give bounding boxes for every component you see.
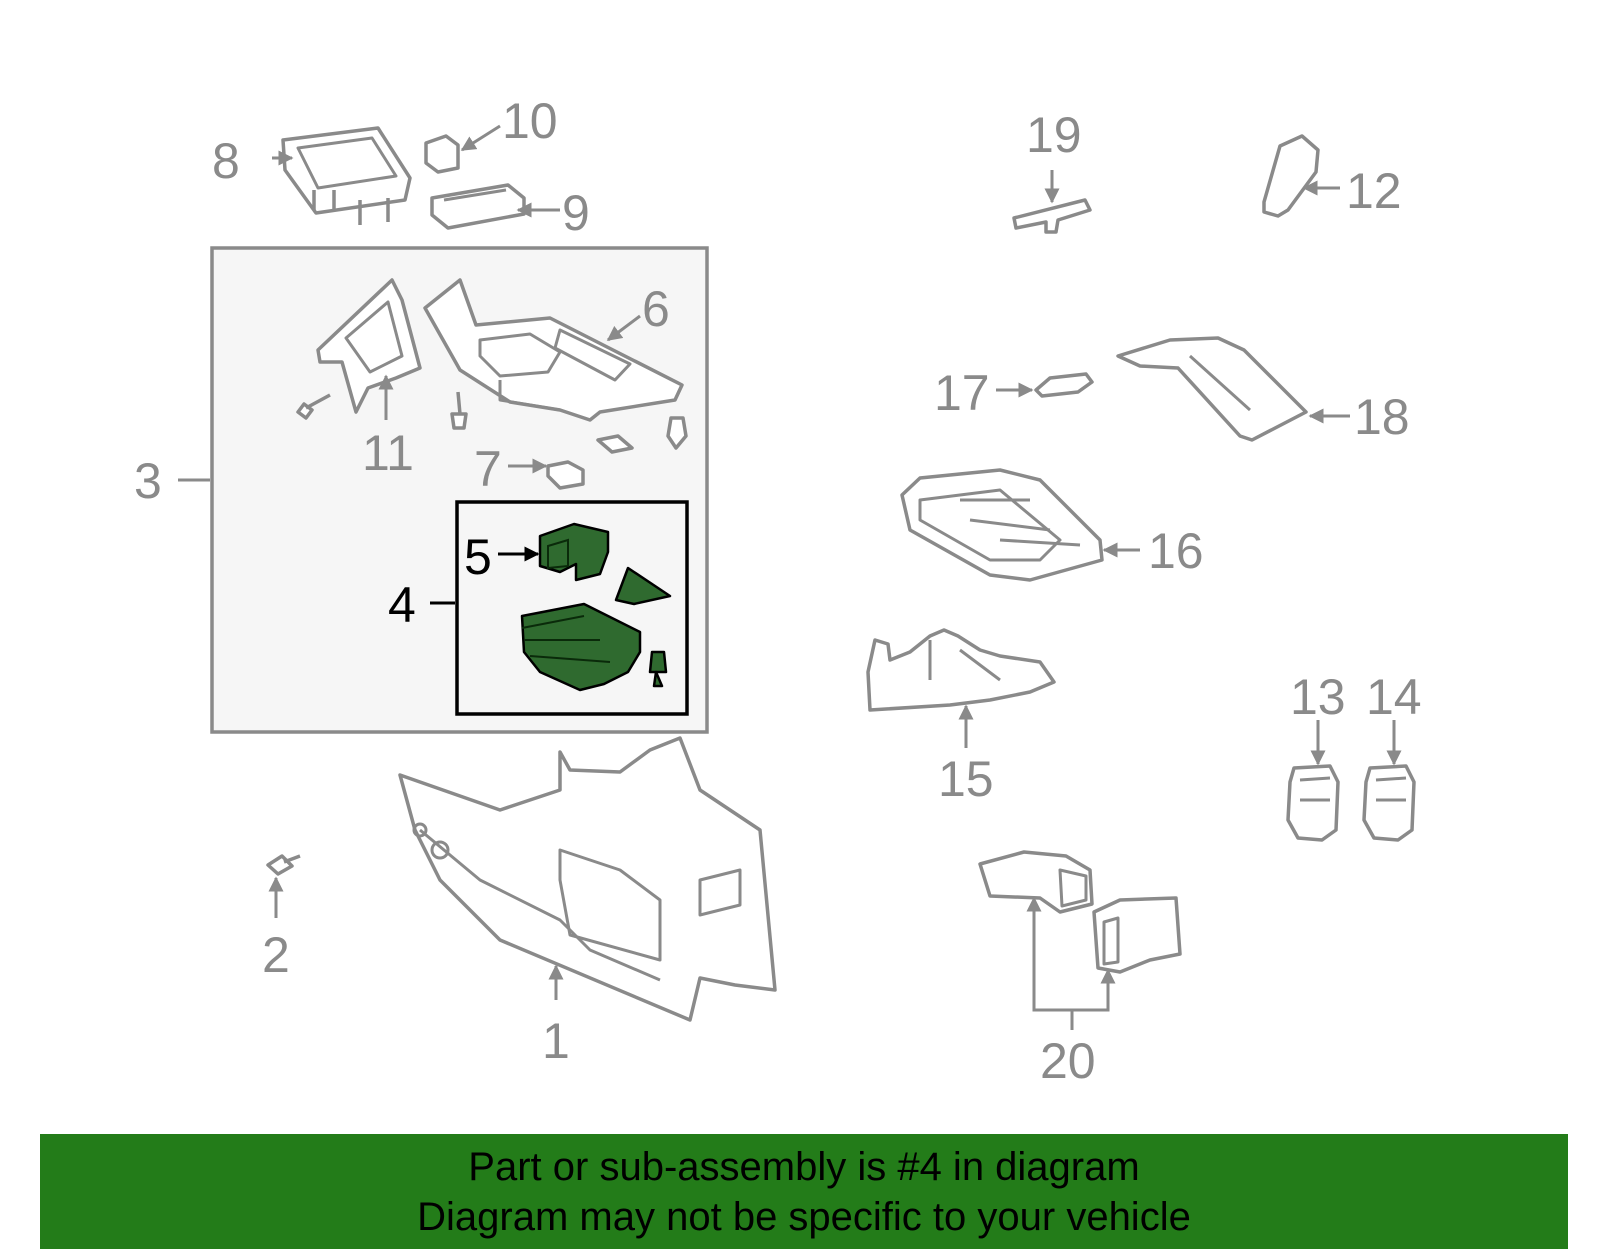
part-8-tray-bezel[interactable]: [281, 126, 412, 225]
callout-13: 13: [1290, 669, 1346, 725]
info-banner: Part or sub-assembly is #4 in diagram Di…: [40, 1134, 1568, 1249]
part-16-shifter-housing[interactable]: [900, 468, 1104, 582]
part-1-console-body[interactable]: [398, 736, 777, 1022]
banner-line-1: Part or sub-assembly is #4 in diagram: [468, 1145, 1140, 1189]
callout-17: 17: [934, 365, 990, 421]
part-9-switch-plate[interactable]: [430, 183, 526, 230]
callout-14: 14: [1366, 669, 1422, 725]
screw-a[interactable]: [296, 393, 331, 420]
callout-4: 4: [388, 577, 416, 633]
callout-19: 19: [1026, 107, 1082, 163]
leader-lines: [178, 124, 1402, 1030]
callout-9: 9: [562, 185, 590, 241]
clip-small-b[interactable]: [666, 416, 688, 450]
part-12-shift-knob[interactable]: [1262, 134, 1320, 218]
part-2-clip[interactable]: [266, 854, 301, 876]
part-4-green-unit[interactable]: [520, 602, 642, 692]
callout-6: 6: [642, 281, 670, 337]
part-4-green-bracket[interactable]: [614, 566, 672, 606]
part-20-duct-b[interactable]: [1092, 896, 1182, 974]
callout-8: 8: [212, 133, 240, 189]
part-14-switch[interactable]: [1362, 764, 1416, 842]
callout-12: 12: [1346, 163, 1402, 219]
callout-16: 16: [1148, 523, 1204, 579]
callout-7: 7: [474, 441, 502, 497]
callout-5: 5: [464, 529, 492, 585]
part-6-console-panel[interactable]: [423, 278, 684, 422]
callout-2: 2: [262, 927, 290, 983]
banner-line-2: Diagram may not be specific to your vehi…: [417, 1195, 1191, 1239]
part-13-switch[interactable]: [1286, 764, 1340, 842]
callout-20: 20: [1040, 1033, 1096, 1089]
part-20-duct-a[interactable]: [978, 850, 1094, 914]
callout-11: 11: [362, 425, 414, 481]
callout-1: 1: [542, 1013, 570, 1069]
part-18-trim-panel[interactable]: [1116, 336, 1308, 442]
part-15-bracket[interactable]: [866, 628, 1056, 712]
part-17-cap[interactable]: [1034, 372, 1094, 398]
part-7-trim-piece[interactable]: [546, 460, 585, 490]
part-19-clip[interactable]: [1012, 198, 1092, 234]
part-5-green-module[interactable]: [538, 522, 610, 582]
clip-small-a[interactable]: [596, 434, 634, 454]
part-10-clip[interactable]: [424, 134, 460, 174]
callout-3: 3: [134, 453, 162, 509]
callout-10: 10: [502, 93, 558, 149]
callout-15: 15: [938, 751, 994, 807]
screw-b[interactable]: [450, 391, 468, 430]
callout-18: 18: [1354, 389, 1410, 445]
part-4-green-screw[interactable]: [648, 650, 668, 688]
